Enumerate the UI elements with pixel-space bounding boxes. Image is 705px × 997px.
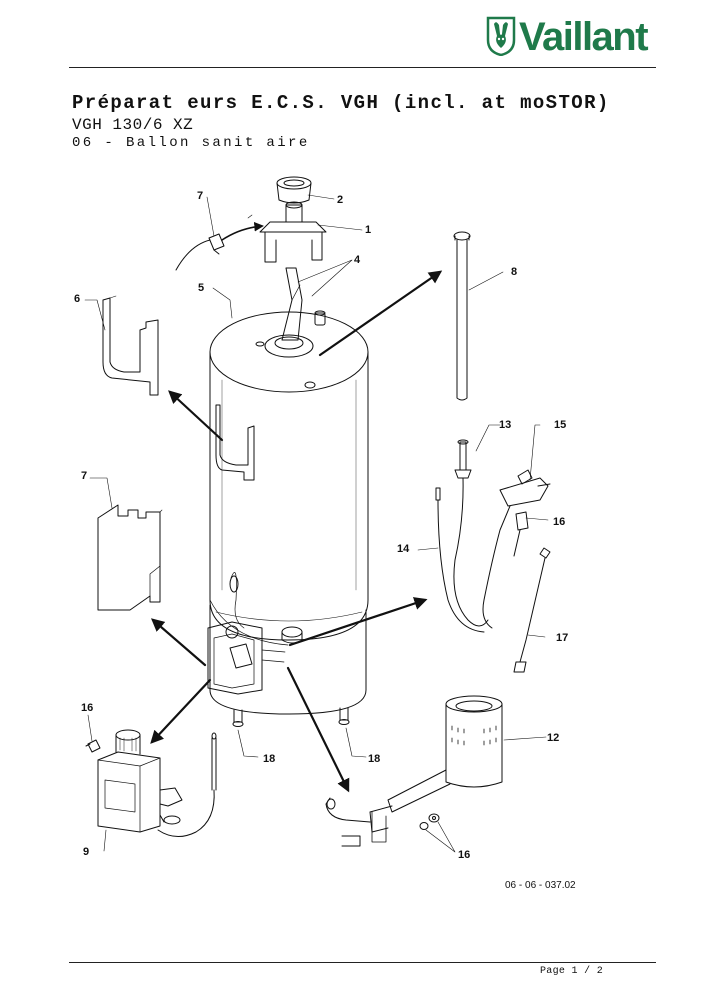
assembly-arrows — [150, 270, 443, 793]
page-number: Page 1 / 2 — [540, 966, 604, 977]
temperature-probe — [157, 732, 217, 837]
part-label: 1 — [365, 224, 371, 236]
part-label: 12 — [547, 732, 559, 744]
burner-nozzles — [419, 813, 440, 830]
header-rule — [69, 67, 656, 68]
part-label: 15 — [554, 419, 566, 431]
valve-screw — [85, 739, 101, 753]
part-label: 7 — [81, 470, 87, 482]
part-number-labels: 7 2 1 4 5 6 8 7 13 15 16 14 17 12 16 9 1… — [74, 190, 568, 861]
brand-logo: Vaillant — [486, 15, 658, 60]
spillage-sensor — [175, 214, 264, 271]
part-label: 8 — [511, 266, 517, 278]
tank-bracket — [215, 404, 255, 481]
part-label: 7 — [197, 190, 203, 202]
part-label: 4 — [354, 254, 361, 266]
brand-name: Vaillant — [519, 15, 649, 59]
gas-control-valve — [97, 729, 183, 833]
flue-baffle — [281, 267, 303, 341]
anode-rod — [453, 231, 471, 401]
model-name: VGH 130/6 XZ — [72, 116, 194, 134]
pilot-burner-set — [435, 439, 551, 673]
part-label: 5 — [198, 282, 204, 294]
part-label: 2 — [337, 194, 343, 206]
part-label: 16 — [553, 516, 565, 528]
part-label: 13 — [499, 419, 511, 431]
flue-adapter — [276, 176, 312, 204]
part-label: 16 — [458, 849, 470, 861]
draft-hood — [259, 201, 327, 263]
main-burner — [325, 695, 503, 847]
tank-feet — [232, 707, 350, 727]
drawing-reference: 06 - 06 - 037.02 — [505, 880, 576, 891]
leader-lines — [84, 194, 549, 853]
part-label: 17 — [556, 632, 568, 644]
part-label: 9 — [83, 846, 89, 858]
part-label: 18 — [368, 753, 380, 765]
footer-rule — [69, 962, 656, 963]
part-label: 6 — [74, 293, 80, 305]
part-label: 14 — [397, 543, 410, 555]
part-label: 18 — [263, 753, 275, 765]
part-label: 16 — [81, 702, 93, 714]
page-title: Préparat eurs E.C.S. VGH (incl. at moSTO… — [72, 92, 610, 114]
gas-valve-assembly — [207, 572, 303, 695]
section-title: 06 - Ballon sanit aire — [72, 135, 310, 151]
insulation-panel — [102, 295, 159, 396]
rabbit-in-shield-icon — [486, 16, 516, 57]
water-tank — [209, 310, 369, 715]
front-cover — [97, 504, 163, 611]
